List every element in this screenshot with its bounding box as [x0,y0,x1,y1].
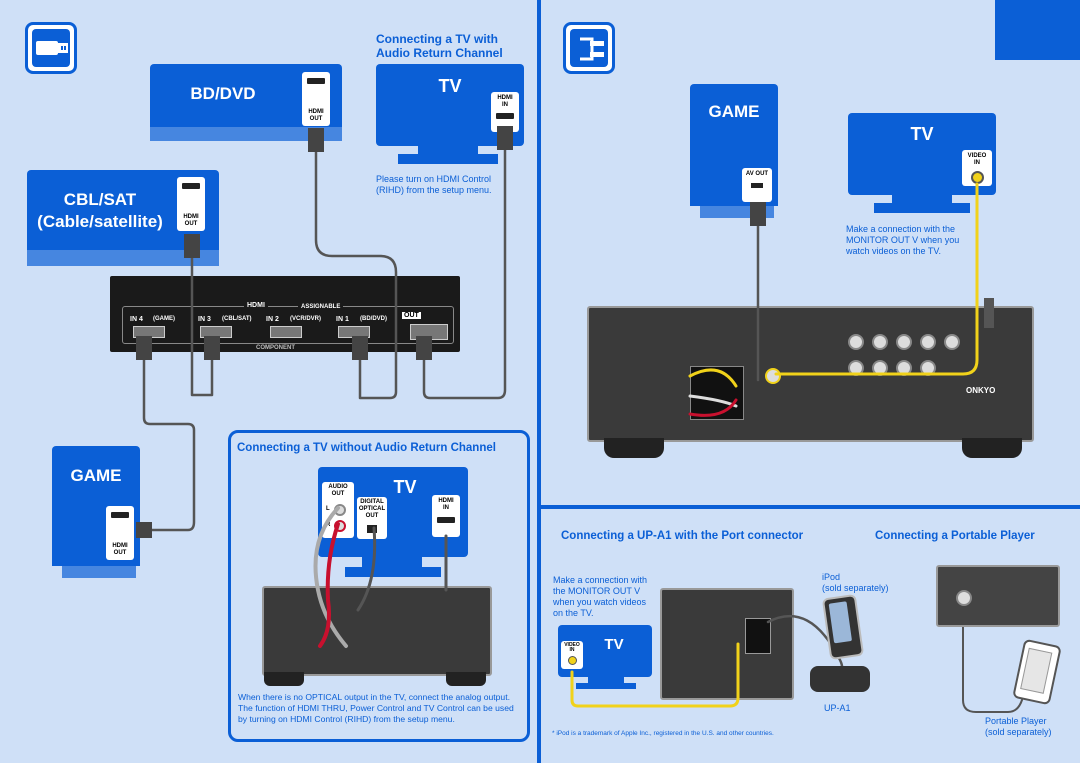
upa1-heading: Connecting a UP-A1 with the Port connect… [561,530,804,542]
bd-dvd-base [150,127,342,141]
hdmi-component-label: COMPONENT [256,345,295,351]
portable-receiver-front [936,565,1060,627]
no-arc-tv-label: TV [393,477,417,497]
receiver-jack-3 [896,334,912,350]
cbl-sat-label-line2: (Cable/satellite) [37,212,163,231]
no-arc-receiver-foot-left [264,672,304,686]
receiver-foot-left [604,438,664,458]
ipod-trademark: * iPod is a trademark of Apple Inc., reg… [552,730,774,737]
vertical-divider [537,0,541,763]
corner-tab [995,0,1080,60]
no-arc-tv-stand [362,557,422,567]
cbl-sat-label-line1: CBL/SAT [63,190,137,209]
receiver-av-input-block [690,366,744,420]
small-tv-foot [576,683,636,689]
ipod-label-line1: iPod [822,572,841,582]
cbl-sat-base [27,250,219,266]
receiver-jack-5 [944,334,960,350]
no-arc-frame [228,430,530,742]
no-arc-tv-foot [345,567,441,577]
receiver-antenna-post [984,298,994,328]
hdmi-in1-name: (BD/DVD) [360,316,387,322]
right-tv-label: TV [910,124,934,144]
no-arc-heading: Connecting a TV without Audio Return Cha… [237,442,496,454]
portable-label-line1: Portable Player [985,716,1047,726]
hdmi-in2-name: (VCR/DVR) [290,316,321,322]
portable-input-jack [956,590,972,606]
game-left-hdmi-out-port: HDMI OUT [106,506,134,560]
receiver-foot-right [962,438,1022,458]
right-monitor-note: Make a connection with the MONITOR OUT V… [846,224,960,256]
no-arc-audio-r: R [326,522,331,528]
no-arc-cables [313,506,448,648]
ipod-label-line2: (sold separately) [822,583,889,593]
small-tv-label: TV [604,636,624,653]
small-tv-video-in-port: VIDEO IN [561,641,583,669]
analog-connection-icon [563,22,615,74]
no-arc-receiver-foot-right [446,672,486,686]
arc-tv-stand [418,146,478,154]
receiver-brand: ONKYO [966,386,996,395]
hdmi-in1: IN 1 [336,316,349,323]
arc-tv-hdmi-in-port: HDMI IN [491,92,519,132]
hdmi-out: OUT [402,312,421,319]
portable-heading: Connecting a Portable Player [875,530,1035,542]
receiver-video-jack [765,368,781,384]
arc-tv-foot [398,154,498,164]
receiver-hdmi-panel [110,276,460,352]
hdmi-band-title: HDMI [244,302,268,309]
upa1-receiver [660,588,794,700]
arc-heading-line1: Connecting a TV with [376,32,498,46]
hdmi-in4-name: (GAME) [153,316,175,322]
no-arc-hdmi-in-port: HDMI IN [432,495,460,537]
no-arc-note: When there is no OPTICAL output in the T… [238,692,514,724]
right-tv-foot [874,203,970,213]
portable-label-line2: (sold separately) [985,727,1052,737]
receiver-hdmi-frame [122,306,454,344]
arc-tv-label: TV [438,76,462,96]
no-arc-audio-l: L [326,506,330,512]
receiver-jack-2 [872,334,888,350]
hdmi-in3-name: (CBL/SAT) [222,316,252,322]
upa1-dock [810,666,870,692]
hdmi-in3: IN 3 [198,316,211,323]
upa1-note: Make a connection with the MONITOR OUT V… [553,575,648,618]
no-arc-receiver [262,586,492,676]
right-tv-stand [892,195,952,203]
right-cables [688,182,979,417]
hdmi-in2: IN 2 [266,316,279,323]
game-console-left-base [62,566,136,578]
left-hdmi-cables [136,126,513,538]
hdmi-connection-icon [25,22,77,74]
bd-dvd-hdmi-out-port: HDMI OUT [302,72,330,126]
small-tv-stand [588,677,624,683]
game-right-label: GAME [708,102,760,121]
game-right-av-out-port: AV OUT [742,168,772,202]
arc-heading-line2: Audio Return Channel [376,46,503,60]
hdmi-socket-in2 [270,326,302,338]
bd-dvd-label: BD/DVD [190,84,256,103]
upa1-label: UP-A1 [824,703,851,713]
upa1-port-connector [745,618,771,654]
cbl-sat-hdmi-out-port: HDMI OUT [177,177,205,231]
receiver-jack-4 [920,334,936,350]
hdmi-in4: IN 4 [130,316,143,323]
horizontal-divider [541,505,1080,509]
receiver-jack-1 [848,334,864,350]
no-arc-optical-port: DIGITAL OPTICAL OUT [357,497,387,539]
game-left-label: GAME [70,466,122,485]
arc-note: Please turn on HDMI Control (RIHD) from … [376,174,492,195]
hdmi-assignable: ASSIGNABLE [298,304,344,310]
